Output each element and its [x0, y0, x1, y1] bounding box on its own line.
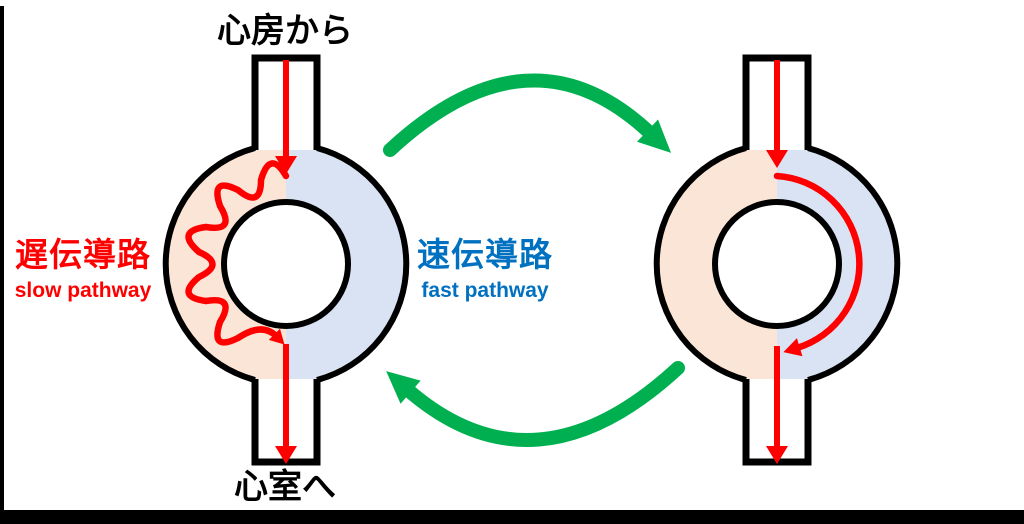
slow-pathway-label: 遅伝導路 slow pathway [0, 228, 166, 303]
fast-pathway-label-jp: 速伝導路 [417, 236, 553, 273]
right-output-arrow-head [766, 446, 788, 464]
fast-pathway-label-en: fast pathway [421, 279, 549, 302]
left-ring-outer-arc-right [316, 145, 410, 383]
from-atrium-label: 心房から [217, 12, 353, 50]
left-input-arrow-head [275, 156, 297, 174]
right-ring-outer-arc-left [653, 145, 747, 383]
fast-pathway-arc-arrow [773, 172, 863, 357]
slow-pathway-label-jp: 遅伝導路 [15, 236, 151, 273]
right-ring-outer-arc-right [807, 145, 901, 383]
left-edge-bar [0, 6, 4, 512]
right-ring-inner-circle [712, 199, 842, 329]
left-ring-outer-arc-left [162, 145, 256, 383]
fast-pathway-label: 速伝導路 fast pathway [400, 228, 570, 303]
left-output-arrow-head [275, 446, 297, 464]
bottom-edge-bar [0, 510, 1024, 524]
to-ventricle-label: 心室へ [234, 468, 336, 506]
cycle-arrow-bottom-icon [386, 361, 685, 447]
right-ring-group [653, 54, 901, 466]
slow-pathway-zigzag-arrow [185, 160, 290, 346]
left-ring-inner-circle [221, 199, 351, 329]
cycle-arrow-top-icon [383, 73, 672, 157]
slow-pathway-label-en: slow pathway [14, 279, 152, 302]
left-ring-group [162, 54, 410, 466]
right-input-arrow-head [766, 150, 788, 168]
